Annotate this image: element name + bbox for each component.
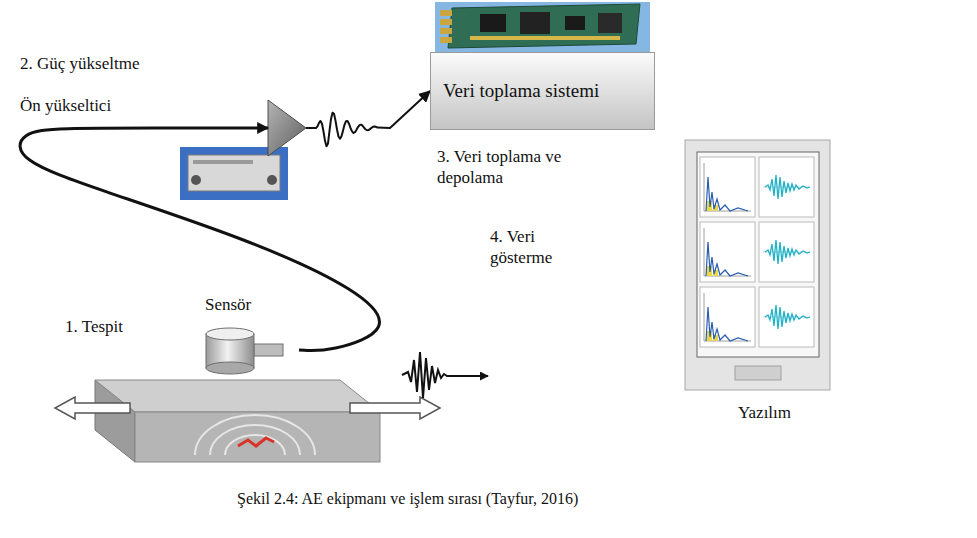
software-monitor: Yazılım [680,140,849,425]
step-label: 2. Güç yükseltme [20,53,139,74]
process-box: Veri toplama sistemi [430,52,655,130]
monitor-screen [685,140,830,390]
signal-cable [306,91,430,146]
preamplifier-node: Ön yükseltici [268,100,306,156]
node-label: Ön yükseltici [20,96,111,116]
sensor-node: Sensör [195,293,299,378]
preamplifier-photo [180,147,288,200]
step-label: 4. Veri gösterme [490,226,572,269]
signal-cable [20,128,379,351]
node-label: Yazılım [680,403,849,423]
emission-waveform [402,352,488,398]
sensor-symbol [206,328,283,374]
node-label: Sensör [195,293,299,315]
step-label: 3. Veri toplama ve depolama [437,146,597,189]
specimen-block [95,380,380,462]
load-arrow [55,397,440,419]
node-label: Veri toplama sistemi [443,80,642,103]
amplifier-symbol [268,100,306,156]
figure-caption: Şekil 2.4: AE ekipmanı ve işlem sırası (… [237,490,578,508]
step-label: 1. Tespit [65,316,123,337]
daq-card-photo [435,2,650,52]
